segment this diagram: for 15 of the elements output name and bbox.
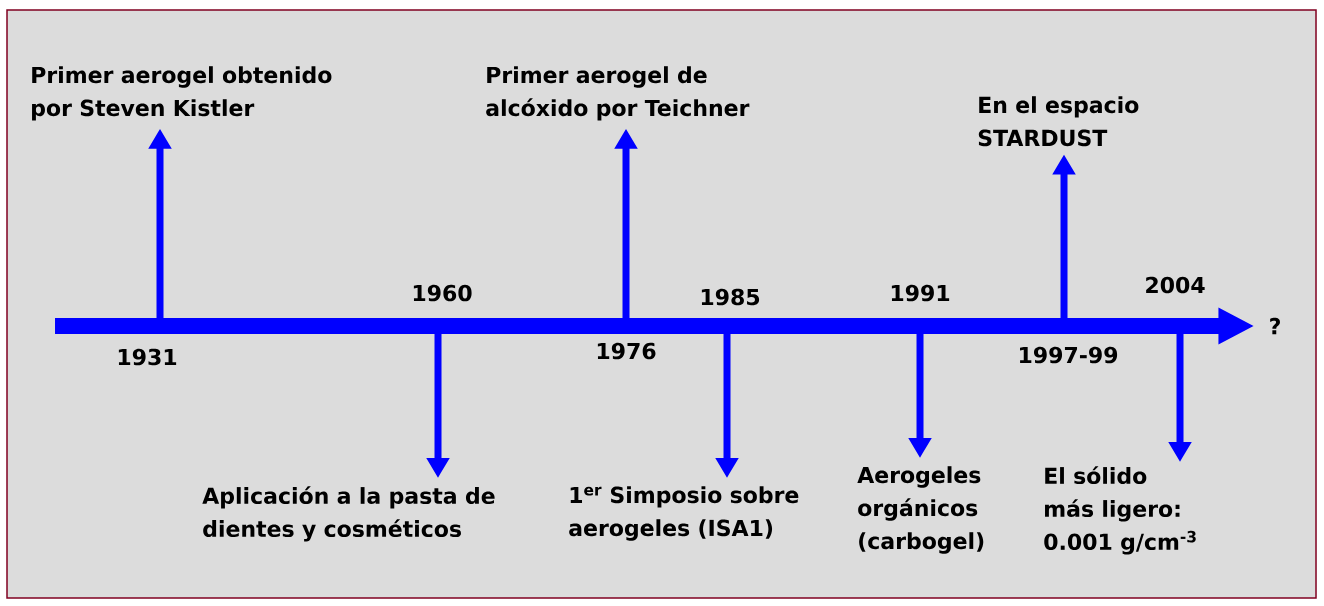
event-text: Aerogeles orgánicos (carbogel) — [857, 466, 984, 554]
year-label: 2004 — [1146, 276, 1205, 294]
event-text: Primer aerogel de alcóxido por Teichner — [486, 66, 750, 121]
year-label: 1985 — [701, 288, 760, 306]
event-text: En el espacio STARDUST — [978, 96, 1139, 147]
year-label: 1991 — [891, 284, 950, 302]
year-label: 1931 — [118, 348, 177, 366]
event-text: Aplicación a la pasta de dientes y cosméticos — [202, 486, 495, 542]
event-text: Primer aerogel obtenido por Steven Kistler — [32, 66, 332, 121]
event-text: ? — [1270, 317, 1280, 335]
year-label: 1960 — [413, 284, 472, 302]
year-label: 1976 — [597, 342, 656, 360]
year-label: 1997-99 — [1020, 346, 1118, 364]
event-text: El sólido más ligero: 0.001 g/cm$^{-3}$ — [1044, 466, 1196, 555]
event-text: 1$^{er}$ Simposio sobre aerogeles (ISA1) — [569, 486, 799, 541]
